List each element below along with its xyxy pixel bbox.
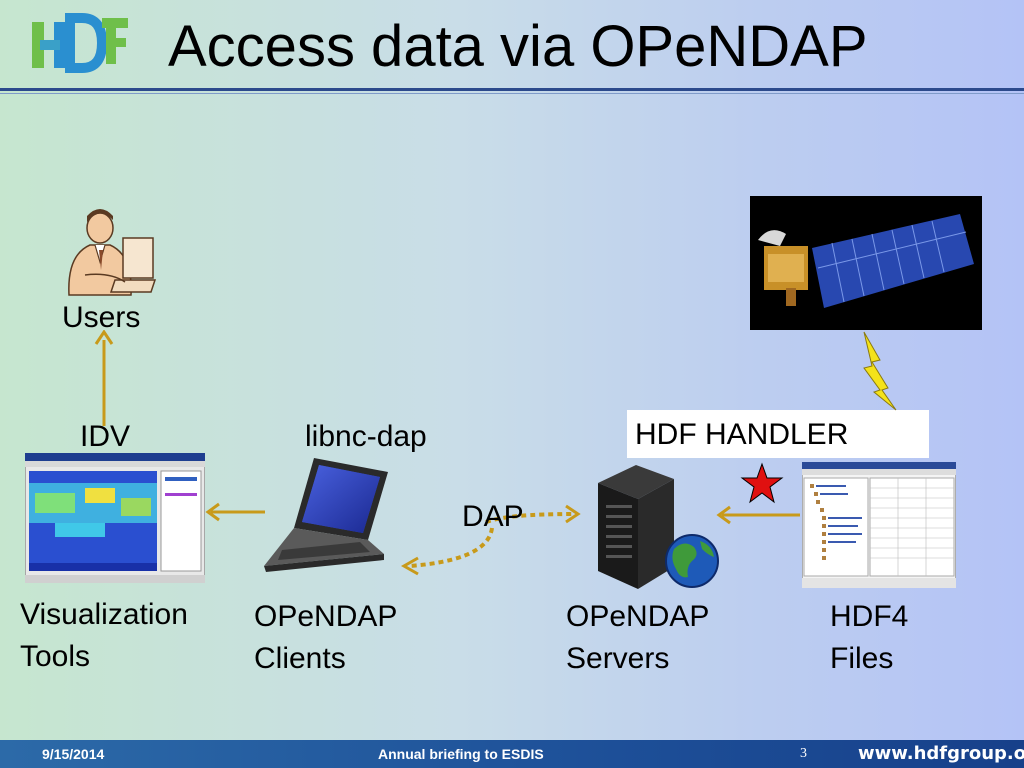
title-rule-thin bbox=[0, 93, 1024, 94]
opendap-clients-label-line2: Clients bbox=[254, 642, 346, 675]
lightning-bolt-icon bbox=[863, 331, 897, 411]
title-rule bbox=[0, 88, 1024, 91]
arrow-idv-to-users bbox=[94, 330, 114, 426]
laptop-icon bbox=[264, 458, 388, 572]
hdf-logo bbox=[32, 13, 128, 73]
hdf4-files-label-line1: HDF4 bbox=[830, 600, 909, 633]
idv-label: IDV bbox=[80, 420, 131, 453]
opendap-servers-label-line1: OPeNDAP bbox=[566, 600, 710, 633]
user-at-computer-icon bbox=[68, 209, 157, 296]
globe-icon bbox=[665, 534, 719, 588]
libnc-dap-label: libnc-dap bbox=[305, 420, 427, 453]
users-label: Users bbox=[62, 301, 141, 334]
visualization-tools-label-line2: Tools bbox=[20, 640, 91, 673]
page-number: 3 bbox=[800, 746, 807, 761]
satellite-image bbox=[750, 196, 982, 330]
star-icon bbox=[740, 462, 784, 504]
footer-url: www.hdfgroup.org bbox=[858, 743, 1024, 764]
footer-bar bbox=[0, 740, 1024, 768]
idv-screenshot bbox=[25, 453, 205, 583]
arrow-files-to-server bbox=[716, 505, 800, 525]
dap-label: DAP bbox=[462, 500, 524, 533]
opendap-clients-label-line1: OPeNDAP bbox=[254, 600, 398, 633]
slide-title: Access data via OPeNDAP bbox=[168, 14, 868, 79]
footer-date: 9/15/2014 bbox=[42, 746, 105, 762]
dap-exchange-arrows bbox=[400, 504, 581, 576]
visualization-tools-label-line1: Visualization bbox=[20, 598, 188, 631]
opendap-servers-label-line2: Servers bbox=[566, 642, 670, 675]
arrow-clients-to-vis bbox=[205, 502, 265, 522]
hdf-handler-box: HDF HANDLER bbox=[627, 410, 929, 458]
server-icon bbox=[598, 465, 719, 589]
footer-center-text: Annual briefing to ESDIS bbox=[378, 746, 544, 762]
hdf4-files-label-line2: Files bbox=[830, 642, 894, 675]
hdf-files-screenshot bbox=[802, 462, 956, 588]
